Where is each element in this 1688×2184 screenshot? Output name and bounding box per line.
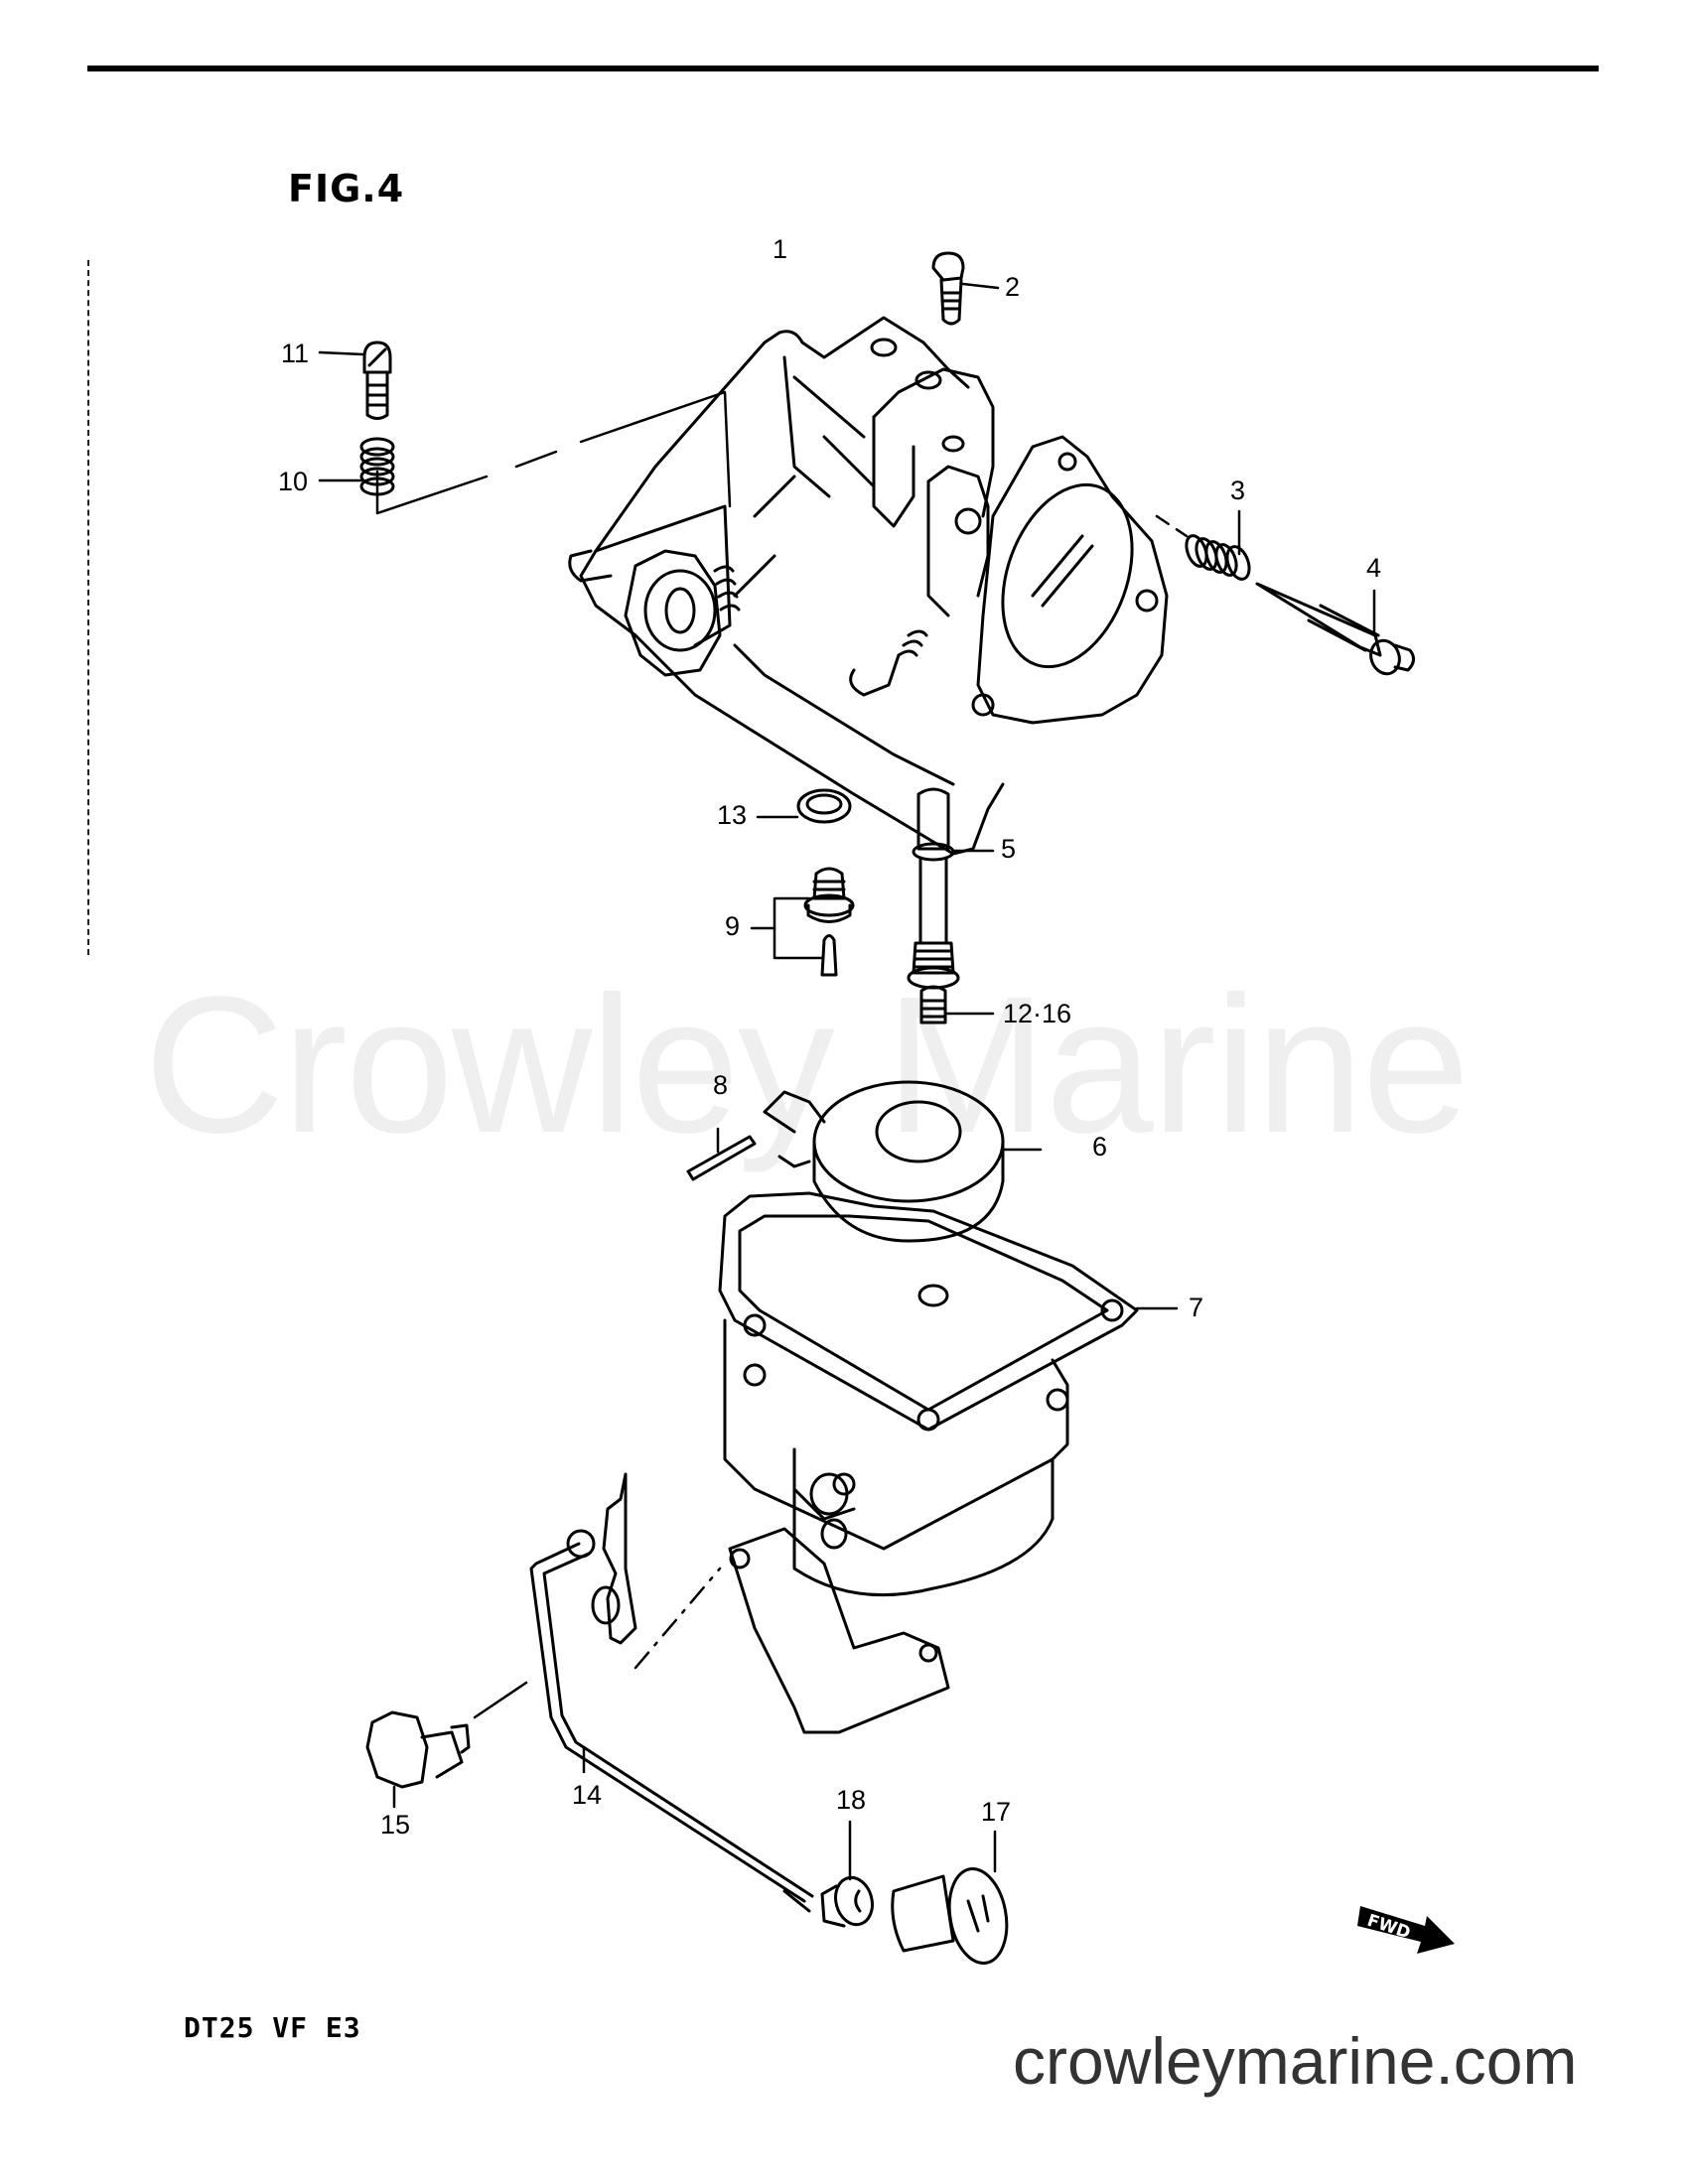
margin-dashed-line (87, 260, 89, 955)
choke-knob-17-drawing (891, 1830, 1009, 1966)
callout-18[interactable]: 18 (836, 1785, 867, 1815)
top-rule (87, 66, 1599, 71)
float-6-drawing (763, 1080, 1043, 1243)
callout-17[interactable]: 17 (981, 1797, 1012, 1827)
callout-2[interactable]: 2 (1005, 272, 1021, 302)
carburetor-body-drawing (568, 316, 1169, 856)
callout-3[interactable]: 3 (1230, 476, 1246, 505)
forward-arrow-icon: FWD (1357, 1906, 1455, 1954)
screw-2-drawing (931, 251, 1000, 326)
choke-rod-14-drawing (529, 1542, 814, 1913)
float-pin-8-drawing (686, 1127, 757, 1181)
site-url-watermark[interactable]: crowleymarine.com (1013, 2024, 1578, 2098)
washer-13-drawing (756, 788, 852, 824)
main-jet-12-16-drawing (919, 985, 995, 1024)
callout-9[interactable]: 9 (725, 911, 741, 941)
callout-14[interactable]: 14 (572, 1780, 603, 1810)
callout-4[interactable]: 4 (1366, 553, 1382, 583)
main-nozzle-5-drawing (907, 787, 995, 990)
spring-10-drawing (318, 437, 395, 496)
model-code: DT25 VF E3 (184, 2011, 361, 2044)
callout-15[interactable]: 15 (380, 1810, 411, 1840)
callout-5[interactable]: 5 (1001, 834, 1017, 864)
callout-8[interactable]: 8 (713, 1070, 729, 1100)
float-bowl-7-drawing (718, 1191, 1179, 1597)
callout-13[interactable]: 13 (717, 800, 748, 830)
needle-valve-9-drawing (750, 867, 855, 977)
bolt-15-drawing (365, 1681, 528, 1809)
figure-title: FIG.4 (288, 167, 405, 210)
bracket-drawing (633, 1527, 950, 1734)
watermark: Crowley Marine (144, 956, 1470, 1173)
callout-6[interactable]: 6 (1092, 1132, 1108, 1161)
callout-11[interactable]: 11 (281, 339, 310, 368)
grommet-18-drawing (820, 1820, 874, 1928)
callout-10[interactable]: 10 (278, 467, 309, 496)
fwd-label: FWD (1364, 1911, 1412, 1944)
screw-11-drawing (318, 341, 392, 420)
callout-12-16[interactable]: 12·16 (1003, 999, 1072, 1028)
spring-3-drawing (1155, 509, 1251, 581)
callout-1[interactable]: 1 (773, 234, 788, 264)
screw-4-drawing (1255, 582, 1415, 676)
callout-7[interactable]: 7 (1189, 1293, 1204, 1322)
